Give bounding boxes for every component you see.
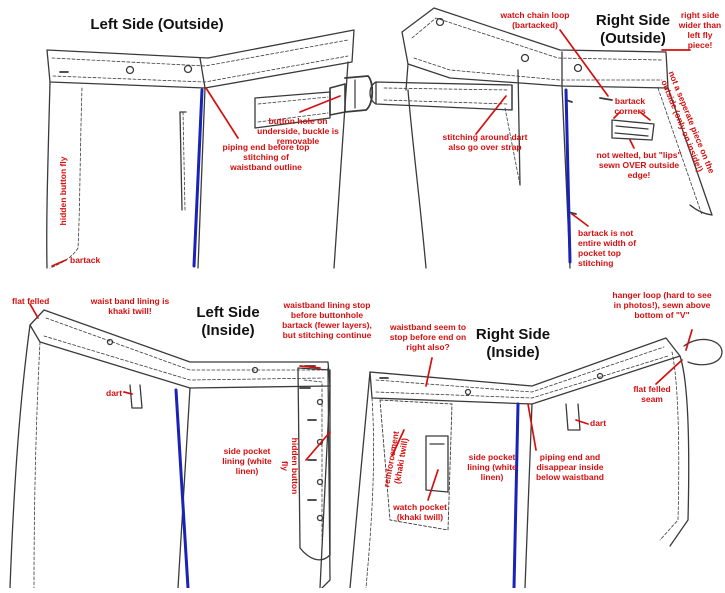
arrow-bartack-top xyxy=(51,259,67,267)
note-bartack-not-entire: bartack is not entire width of pocket to… xyxy=(578,228,637,268)
note-hidden-button-fly-inside: hidden button fly xyxy=(280,437,300,495)
note-hanger-loop: hanger loop (hard to see in photos!), se… xyxy=(612,290,712,320)
note-flat-felled-seam: flat felled seam xyxy=(633,384,671,404)
arrow-stitching-dart xyxy=(475,95,507,135)
note-stitching-dart: stitching around dart also go over strap xyxy=(442,132,528,152)
arrow-piping-end xyxy=(205,87,239,139)
title-left-inside-line2: (Inside) xyxy=(201,322,255,339)
title-right-inside-line2: (Inside) xyxy=(486,344,540,361)
note-watch-pocket: watch pocket (khaki twill) xyxy=(393,502,447,522)
note-button-hole: button hole on underside, buckle is remo… xyxy=(257,116,339,146)
note-dart-left: dart xyxy=(106,388,123,398)
title-left-inside: Left Side (Inside) xyxy=(188,304,268,340)
arrow-hanger-loop xyxy=(685,329,693,351)
left-inside-sketch xyxy=(9,309,331,589)
arrow-watch-pocket xyxy=(427,469,439,501)
arrow-lining-stop xyxy=(299,365,321,369)
note-flat-felled-left: flat felled xyxy=(12,296,50,306)
left-outside-strap xyxy=(254,91,331,129)
arrow-piping-disappear xyxy=(527,403,537,451)
title-right-inside: Right Side (Inside) xyxy=(468,326,558,362)
arrow-button-hole xyxy=(299,95,341,113)
arrow-not-welted xyxy=(629,139,635,149)
note-right-side-wider: right side wider than left fly piece! xyxy=(678,10,722,50)
arrow-bartack-corner-2 xyxy=(639,111,651,121)
title-left-outside: Left Side (Outside) xyxy=(90,16,224,33)
arrow-flat-felled-left xyxy=(29,303,39,319)
left-inside-waistband xyxy=(29,309,331,389)
note-bartack-top: bartack xyxy=(70,255,101,265)
left-inside-dart xyxy=(129,384,143,409)
piping-right-inside xyxy=(512,402,520,590)
watch-pocket-lips xyxy=(611,119,655,141)
arrow-fly-inside xyxy=(305,431,331,461)
note-waistband-lining: waist band lining is khaki twill! xyxy=(90,296,170,316)
reinforcement-panel xyxy=(379,399,453,531)
arrow-waistband-seem xyxy=(425,357,433,387)
title-left-inside-line1: Left Side xyxy=(196,304,260,321)
note-side-pocket-left: side pocket lining (white linen) xyxy=(222,446,272,476)
left-outside-pocket-outline xyxy=(182,111,186,211)
piping-right-outside xyxy=(564,88,572,264)
note-lining-stop: waistband lining stop before buttonhole … xyxy=(282,300,372,340)
arrow-bartack-corner-1 xyxy=(613,111,621,119)
note-bartack-corners: bartack corners xyxy=(614,96,646,116)
arrow-dart-right xyxy=(575,419,589,425)
arrow-watch-chain xyxy=(559,29,609,97)
left-outside-sketch xyxy=(46,29,374,269)
note-side-pocket-right: side pocket lining (white linen) xyxy=(467,452,517,482)
note-not-welted: not welted, but "lips" sewn OVER outside… xyxy=(596,150,682,180)
arrow-bartack-not-entire xyxy=(571,213,589,227)
right-inside-sketch xyxy=(349,337,723,589)
title-right-inside-line1: Right Side xyxy=(475,326,551,343)
piping-left-inside xyxy=(174,388,190,590)
right-inside-dart xyxy=(565,403,581,431)
right-outside-strap xyxy=(375,81,513,111)
arrow-reinforcement xyxy=(391,429,405,457)
title-right-outside-line2: (Outside) xyxy=(600,30,666,47)
left-inside-fly xyxy=(297,367,331,561)
arrow-dart-left xyxy=(123,391,133,395)
watch-pocket-inside xyxy=(425,435,449,493)
note-piping-end: piping end before top stitching of waist… xyxy=(222,142,310,172)
note-dart-right: dart xyxy=(590,418,607,428)
arrow-flat-felled-seam xyxy=(655,359,683,385)
piping-left-outside xyxy=(192,88,204,268)
title-right-outside: Right Side (Outside) xyxy=(588,12,678,48)
note-hidden-button-fly-top: hidden button fly xyxy=(58,156,68,226)
hanger-loop xyxy=(683,338,723,366)
title-right-outside-line1: Right Side xyxy=(595,12,671,29)
note-waistband-seem: waistband seem to stop before end on rig… xyxy=(389,322,467,352)
note-watch-chain-loop: watch chain loop (bartacked) xyxy=(500,10,570,30)
note-piping-disappear: piping end and disappear inside below wa… xyxy=(535,452,604,482)
